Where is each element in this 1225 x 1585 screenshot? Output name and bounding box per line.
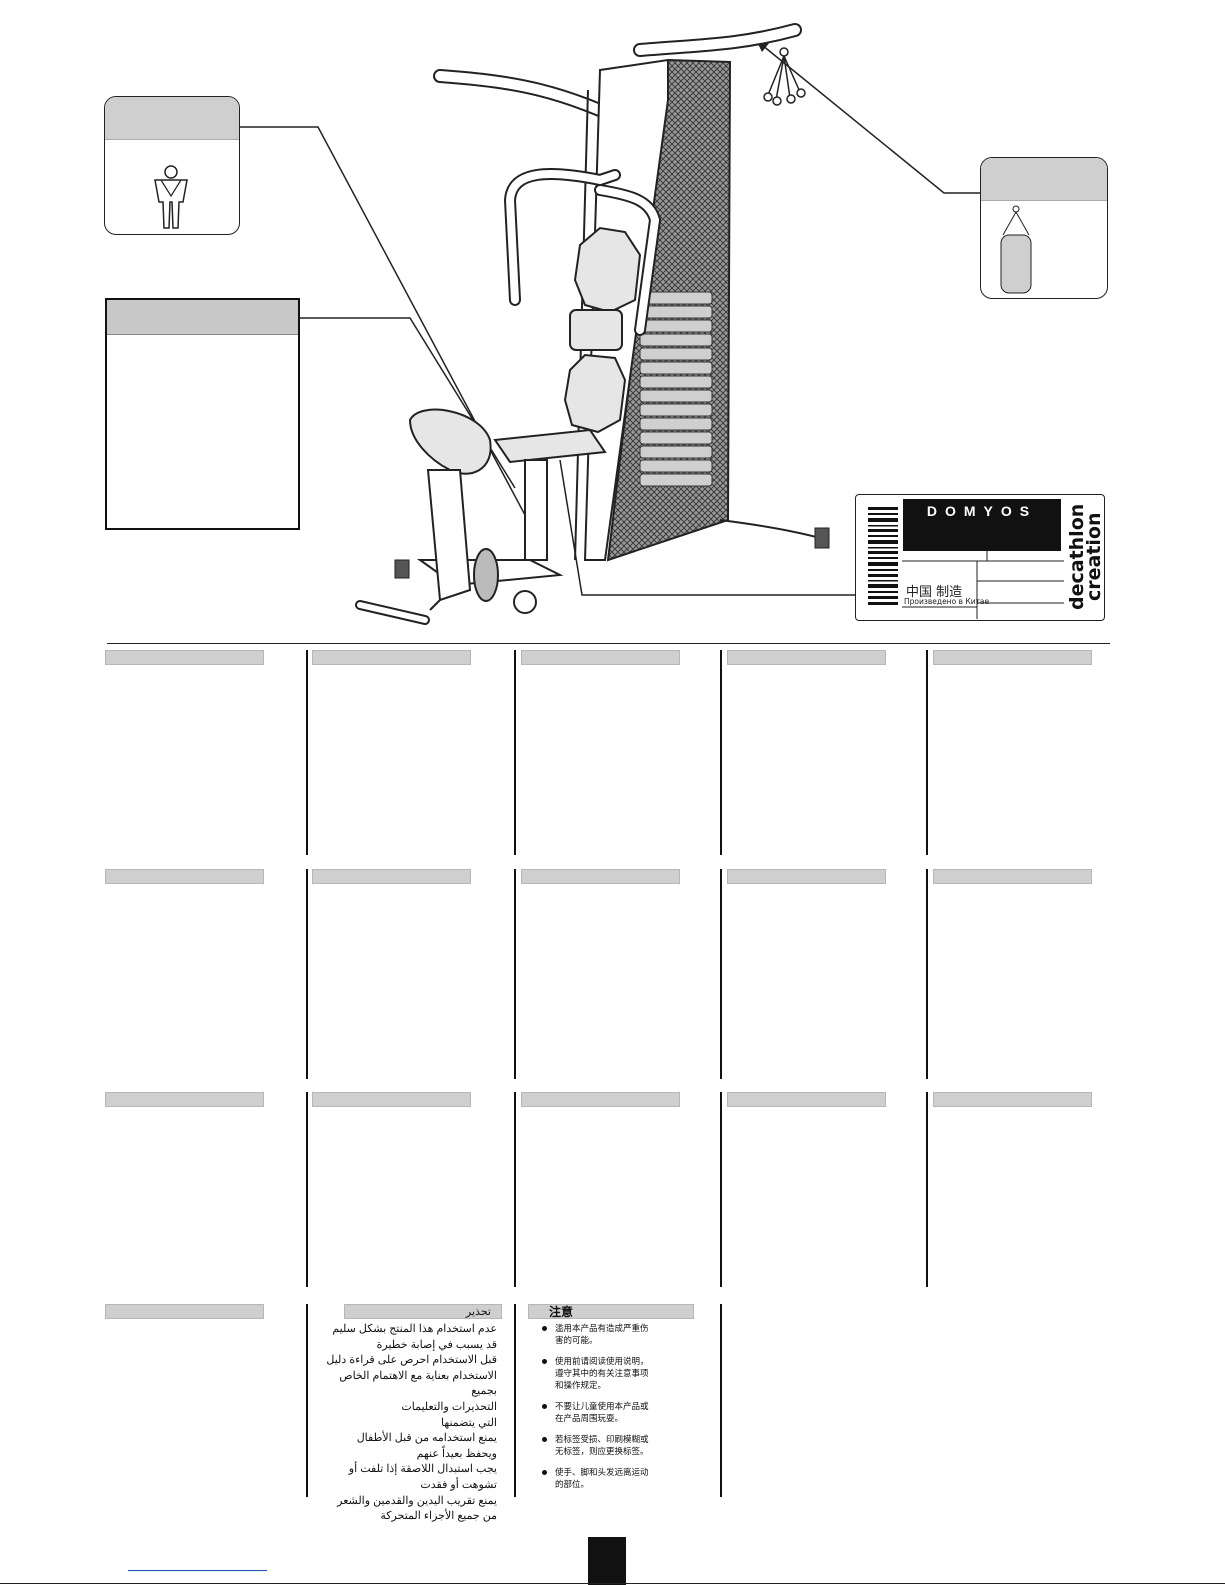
arabic-warning-line: التحذيرات والتعليمات [401, 1400, 497, 1413]
arabic-warning-line: تشوهت أو فقدت [420, 1478, 497, 1491]
safety-warning-box [105, 298, 300, 530]
bottom-rule [0, 1583, 1225, 1584]
chinese-warning-list: 滥用本产品有造成严重伤害的可能。 使用前请阅读使用说明，遵守其中的有关注意事项和… [540, 1323, 652, 1500]
column-separator [926, 869, 928, 1079]
warning-header-band [107, 300, 298, 335]
arabic-warning-text: عدم استخدام هذا المنتج بشكل سليم قد يسبب… [312, 1322, 497, 1525]
column-separator [720, 1092, 722, 1287]
decathlon-creation-logo: decathlon creation [1066, 503, 1105, 610]
column-header [727, 869, 886, 884]
column-header [105, 869, 264, 884]
product-label: DOMYOS 中国 制造 Произведено в Китае decathl… [855, 494, 1105, 621]
column-separator [306, 1304, 308, 1497]
column-separator [514, 1092, 516, 1287]
column-header [727, 1092, 886, 1107]
column-header [312, 650, 471, 665]
callout-header-band [105, 97, 239, 140]
column-separator [720, 1304, 722, 1497]
chinese-warning-item: 不要让儿童使用本产品或在产品周围玩耍。 [540, 1401, 652, 1425]
arabic-warning-line: من جميع الأجزاء المتحركة [380, 1510, 497, 1523]
column-header [727, 650, 886, 665]
column-separator [514, 869, 516, 1079]
barcode-icon [868, 507, 898, 605]
column-separator [926, 650, 928, 855]
callout-header-band [981, 158, 1107, 201]
column-header [933, 869, 1092, 884]
section-divider [107, 643, 1110, 644]
column-separator [720, 650, 722, 855]
column-header [521, 650, 680, 665]
label-grid-lines [902, 551, 1064, 619]
arabic-warning-line: قد يسبب في إصابة خطيرة [376, 1338, 497, 1351]
column-separator [306, 650, 308, 855]
chinese-warning-item: 使手、脚和头发远离运动的部位。 [540, 1467, 652, 1491]
column-separator [514, 1304, 516, 1497]
made-in-china-chinese: 中国 制造 [906, 585, 963, 600]
machine-illustration [240, 23, 982, 625]
column-header [105, 1304, 264, 1319]
chinese-warning-item: 滥用本产品有造成严重伤害的可能。 [540, 1323, 652, 1347]
column-header [105, 650, 264, 665]
arabic-warning-header: تحذير [344, 1304, 502, 1319]
column-header [933, 1092, 1092, 1107]
arabic-warning-line: ويحفظ بعيداً عنهم [416, 1447, 497, 1460]
column-separator [720, 869, 722, 1079]
arabic-warning-line: يجب استبدال اللاصقة إذا تلفت أو [348, 1463, 497, 1476]
brand-name: DOMYOS [903, 499, 1061, 551]
column-header [105, 1092, 264, 1107]
column-header [312, 1092, 471, 1107]
column-header [933, 650, 1092, 665]
page-number-tab [588, 1537, 626, 1585]
arabic-warning-line: قبل الاستخدام احرص على قراءة دليل [326, 1354, 497, 1367]
column-separator [514, 650, 516, 855]
made-in-china-russian: Произведено в Китае [904, 597, 990, 606]
person-icon [154, 165, 188, 229]
punching-bag-callout [980, 157, 1108, 299]
punching-bag-icon [1000, 205, 1032, 294]
chinese-warning-item: 若标签受损、印刷模糊或无标签，则应更换标签。 [540, 1434, 652, 1458]
column-header [521, 869, 680, 884]
chinese-warning-item: 使用前请阅读使用说明，遵守其中的有关注意事项和操作规定。 [540, 1356, 652, 1392]
column-separator [306, 869, 308, 1079]
column-header [312, 869, 471, 884]
arabic-warning-line: التي يتضمنها [441, 1416, 497, 1429]
user-capacity-callout [104, 96, 240, 235]
arabic-warning-line: يمنع تقريب اليدين والقدمين والشعر [337, 1494, 497, 1507]
arabic-warning-line: عدم استخدام هذا المنتج بشكل سليم [332, 1323, 497, 1335]
footer-link-underline[interactable] [128, 1570, 267, 1571]
arabic-warning-line: يمنع استخدامه من قبل الأطفال [356, 1432, 497, 1445]
chinese-warning-header: 注意 [528, 1304, 694, 1319]
column-separator [926, 1092, 928, 1287]
column-separator [306, 1092, 308, 1287]
column-header [521, 1092, 680, 1107]
arabic-warning-line: الاستخدام بعناية مع الاهتمام الخاص بجميع [339, 1369, 497, 1398]
